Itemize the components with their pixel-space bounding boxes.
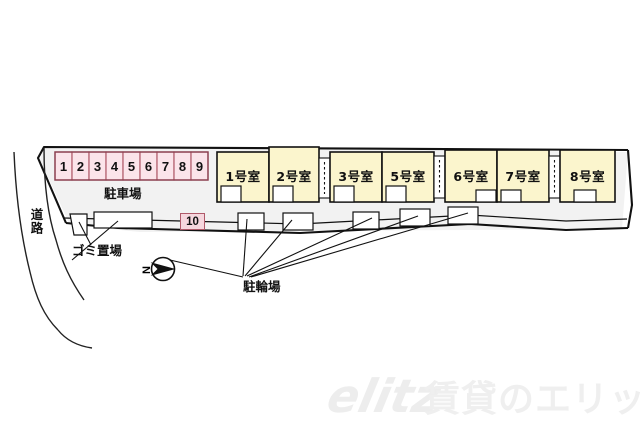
unit-label-5: 5号室: [390, 169, 426, 184]
unit-label-6: 6号室: [453, 169, 489, 184]
leader-bike-5: [250, 212, 469, 278]
ground-feature-rect: [93, 211, 153, 229]
site-outline-right: [626, 149, 634, 229]
road-label: 道路: [28, 208, 44, 235]
trash-area-label: ゴミ置場: [72, 243, 123, 258]
parking-stall-label-7: 7: [161, 159, 170, 174]
unit-8-balcony: [573, 189, 597, 203]
parking-stall-label-5: 5: [127, 159, 136, 174]
building-units-group: [216, 146, 616, 203]
parking-stall-group: [54, 151, 209, 181]
leader-ground-rect: [71, 220, 119, 261]
compass-rose: [150, 256, 176, 282]
bicycle-parking-box-1: [237, 212, 265, 231]
unit-7-balcony: [500, 189, 522, 203]
unit-label-1: 1号室: [225, 169, 261, 184]
compass-needle: [150, 262, 176, 276]
bicycle-parking-group: [237, 206, 479, 231]
leader-bike-4: [248, 215, 419, 278]
parking-stall-label-8: 8: [178, 159, 187, 174]
parking-stall-label-4: 4: [110, 159, 119, 174]
leader-trash: [78, 221, 92, 246]
parking-stall-label-9: 9: [195, 159, 204, 174]
leader-bike-6: [169, 259, 244, 278]
site-outline-top: [36, 145, 629, 224]
compass-north-label: N: [140, 266, 153, 274]
unit-label-7: 7号室: [505, 169, 541, 184]
leader-bike-1: [242, 218, 248, 277]
road-outer-curve: [13, 151, 59, 331]
parking-stall-block-outline: [54, 151, 209, 181]
leader-bike-2: [244, 219, 293, 277]
unit-3-balcony: [333, 185, 355, 203]
unit-label-2: 2号室: [276, 169, 312, 184]
bicycle-parking-box-5: [447, 206, 479, 225]
road-lower-curve: [57, 329, 93, 349]
unit-6-balcony: [475, 189, 497, 203]
bicycle-parking-box-2: [282, 212, 314, 231]
road-inner-curve: [43, 147, 85, 301]
parking-stall-label-1: 1: [59, 159, 68, 174]
parking-stall-label-2: 2: [76, 159, 85, 174]
unit-label-3: 3号室: [338, 169, 374, 184]
parking-stall-label-10: 10: [180, 213, 205, 230]
unit-label-8: 8号室: [569, 169, 606, 184]
unit-5-balcony: [385, 185, 407, 203]
leader-bike-3: [246, 217, 373, 277]
unit-1-balcony: [220, 185, 242, 203]
parking-stall-label-3: 3: [93, 159, 102, 174]
parking-stall-label-6: 6: [144, 159, 153, 174]
bicycle-parking-label: 駐輪場: [243, 279, 281, 294]
leader-lines-group: [71, 212, 469, 278]
unit-2-balcony: [272, 185, 294, 203]
parking-area-label: 駐車場: [104, 186, 142, 201]
